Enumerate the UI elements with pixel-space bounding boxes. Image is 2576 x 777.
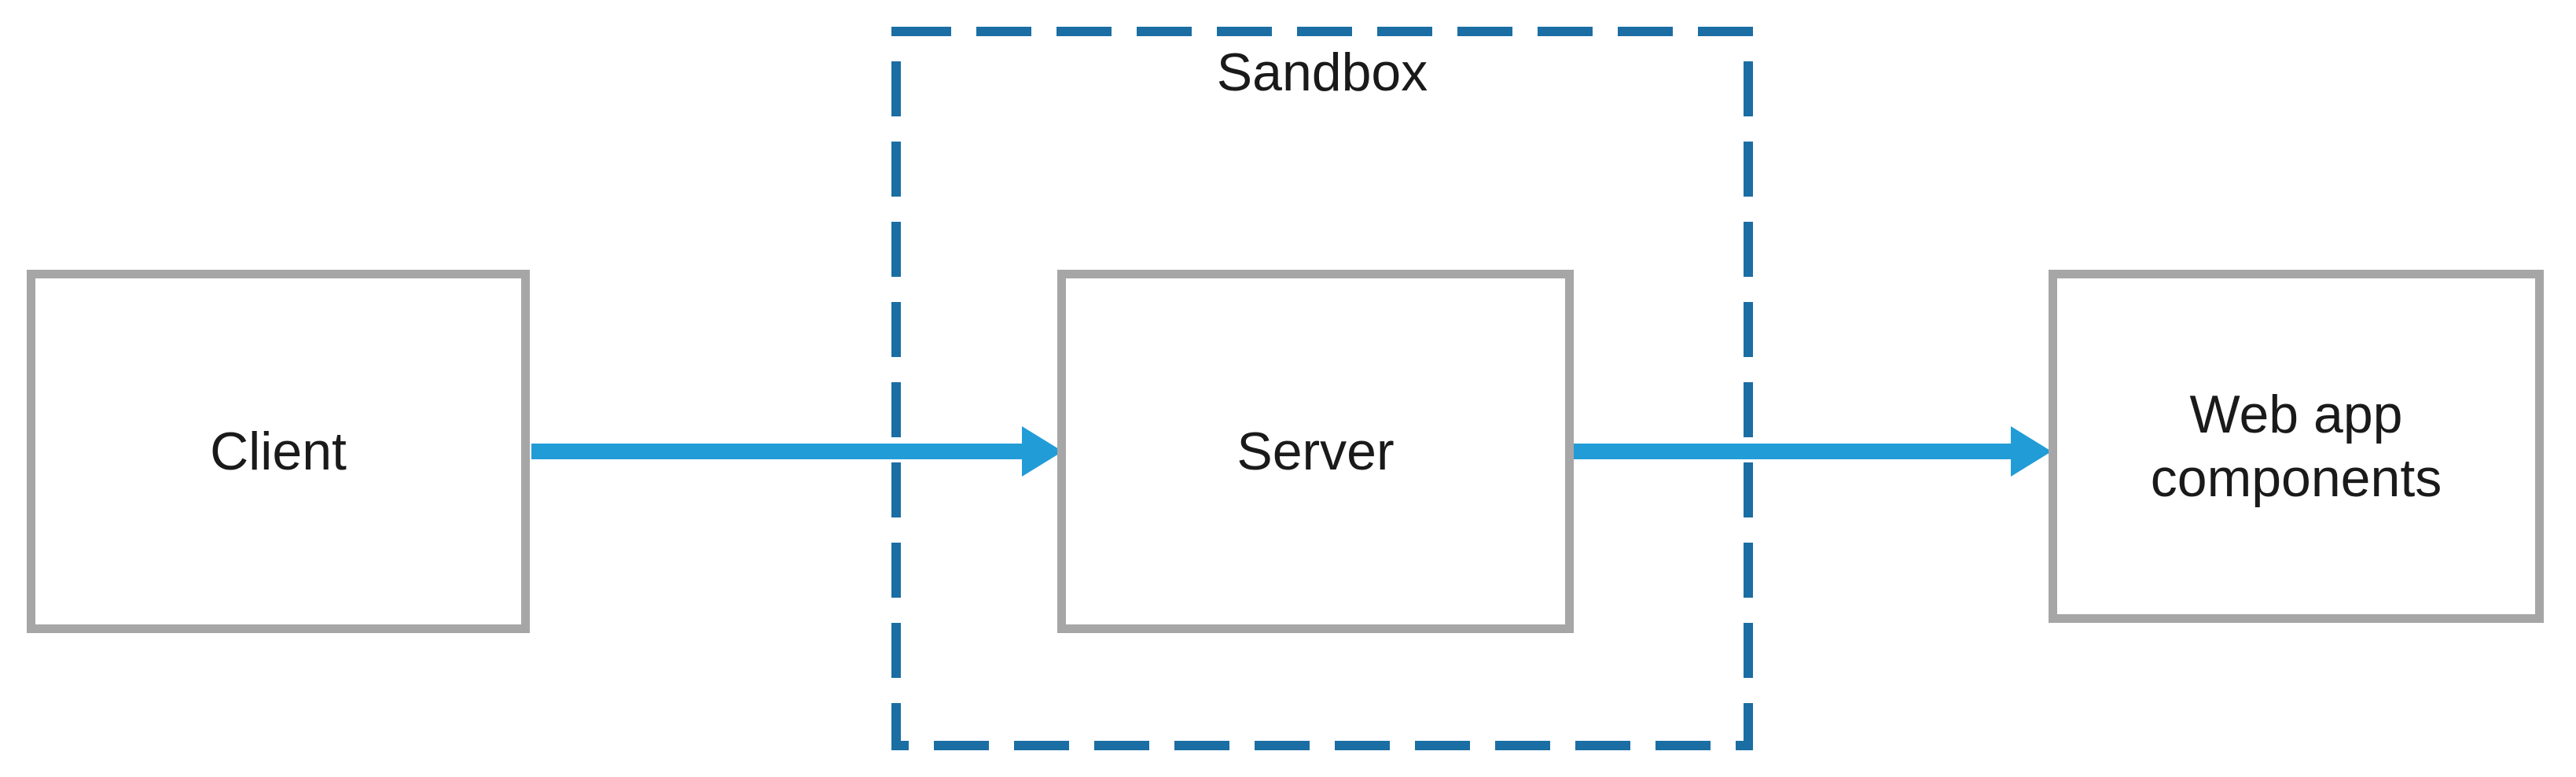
node-server: Server xyxy=(1057,270,1574,633)
arrow-client-to-server-head xyxy=(1022,426,1063,477)
node-client-label: Client xyxy=(210,421,347,481)
node-client: Client xyxy=(27,270,530,633)
arrow-client-to-server xyxy=(531,426,1063,477)
node-web-app-components-label: Web app components xyxy=(2150,385,2442,508)
node-web-app-components: Web app components xyxy=(2049,270,2544,623)
sandbox-label: Sandbox xyxy=(1216,42,1428,102)
arrow-server-to-webapp xyxy=(1574,426,2052,477)
sandbox-boundary-box xyxy=(891,27,1753,750)
arrow-server-to-webapp-head xyxy=(2011,426,2052,477)
node-server-label: Server xyxy=(1237,421,1395,481)
